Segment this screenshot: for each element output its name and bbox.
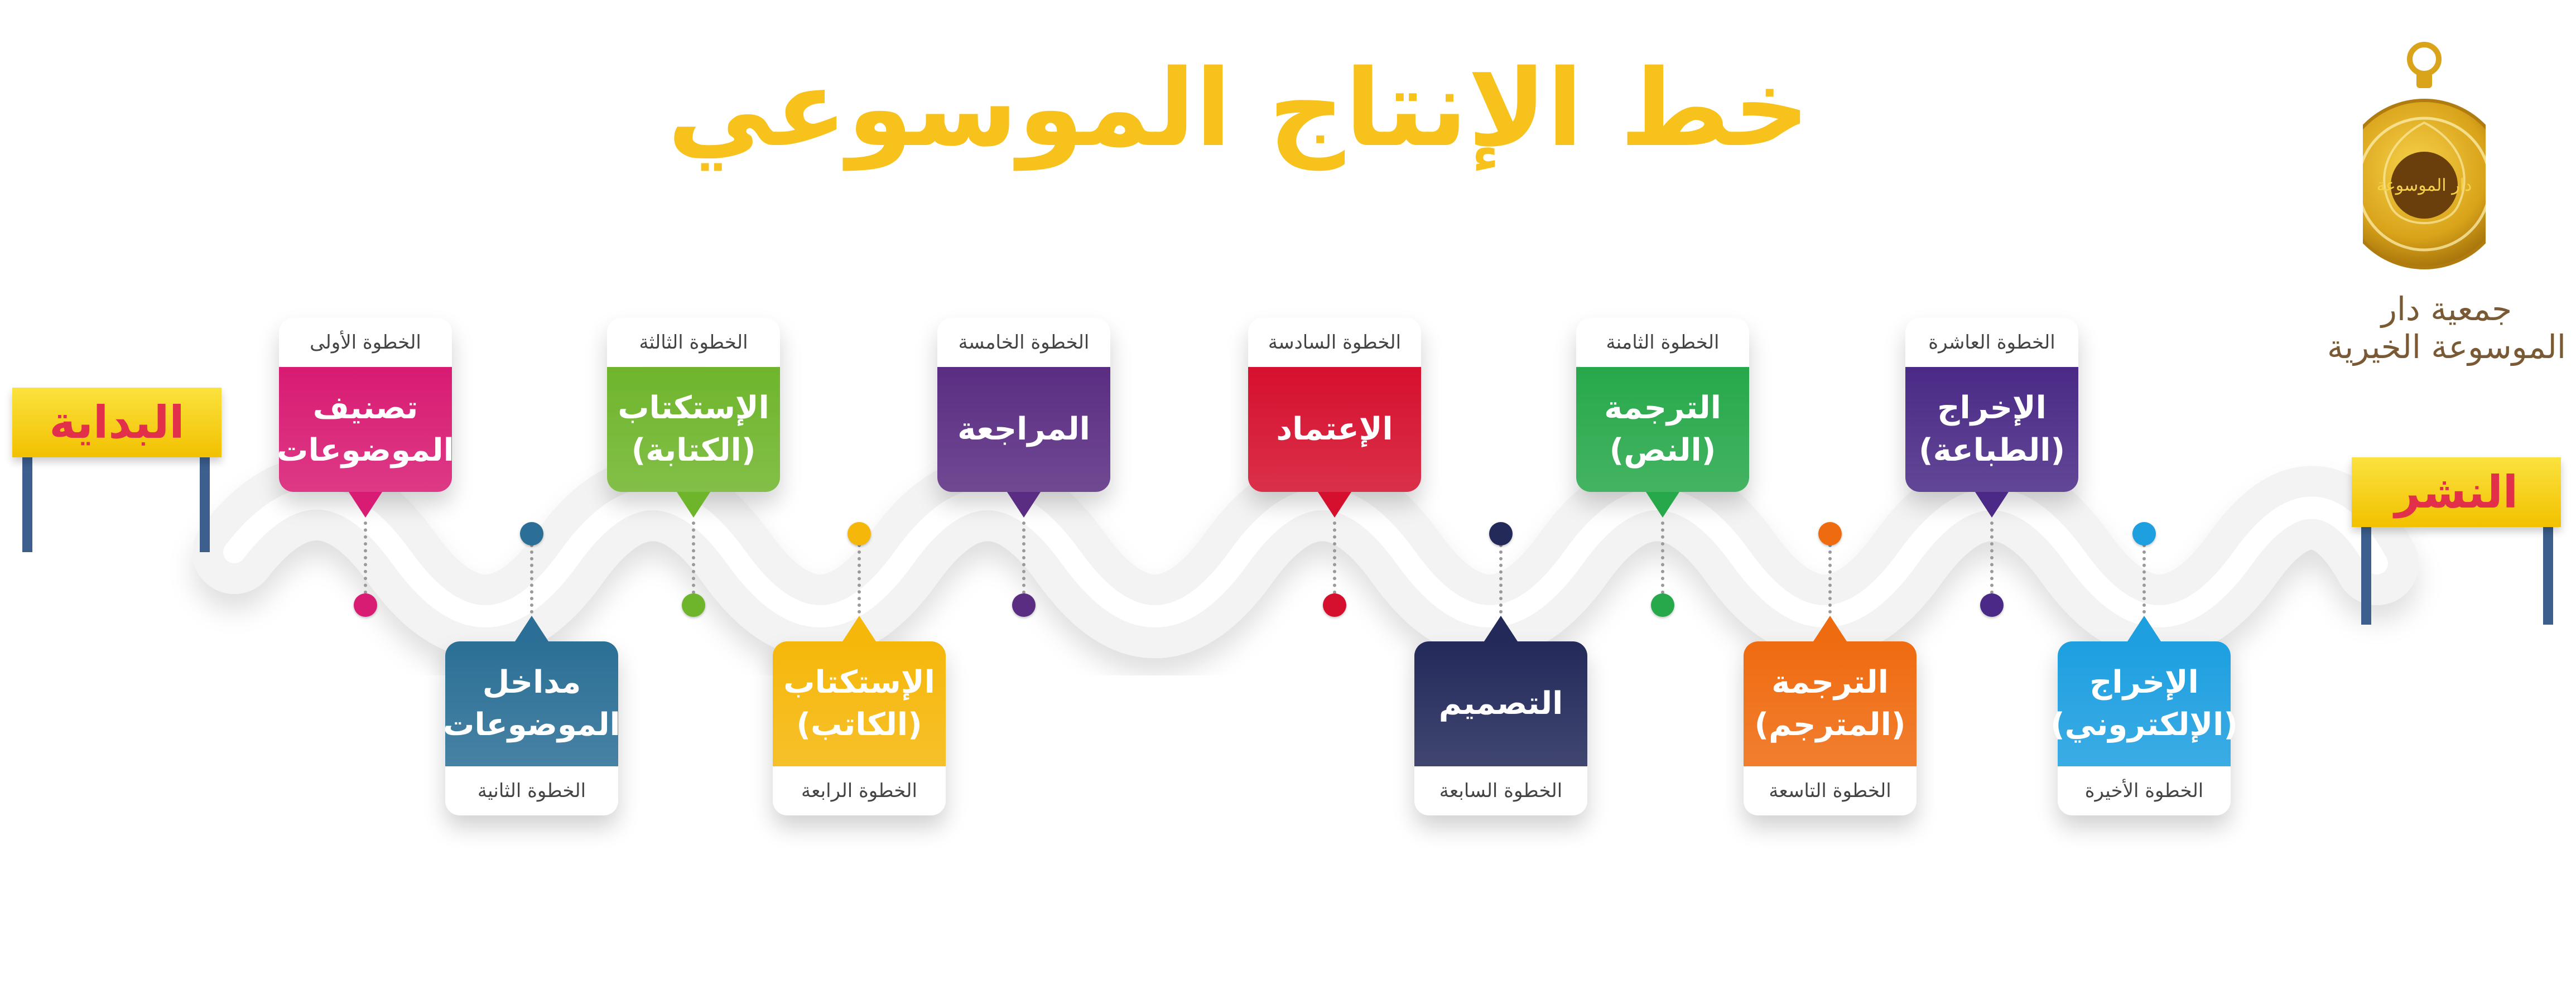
step-dot: [1323, 593, 1346, 617]
step-title: الإخراج (الطباعة): [1905, 367, 2078, 492]
step-number-label: الخطوة الثامنة: [1576, 318, 1749, 367]
step-pointer: [1007, 492, 1041, 518]
step-dot: [848, 522, 871, 545]
step-number-label: الخطوة السادسة: [1248, 318, 1421, 367]
step-title: المراجعة: [937, 367, 1110, 492]
step-connector: [1022, 521, 1025, 594]
step-pointer: [1646, 492, 1679, 518]
step-title: تصنيف الموضوعات: [279, 367, 452, 492]
step-pointer: [677, 492, 710, 518]
step-title: الإستكتاب (الكتابة): [607, 367, 780, 492]
step-pointer: [1813, 616, 1847, 641]
step-connector: [1661, 521, 1664, 594]
step-dot: [682, 593, 705, 617]
step-dot: [1651, 593, 1674, 617]
step-pointer: [349, 492, 382, 518]
step-title: الإخراج (الإلكتروني): [2058, 641, 2231, 766]
step-dot: [1980, 593, 2004, 617]
start-banner: البداية: [12, 388, 222, 457]
step-title: الإعتماد: [1248, 367, 1421, 492]
step-connector: [1990, 521, 1994, 594]
step-number-label: الخطوة الثانية: [445, 766, 618, 815]
step-dot: [2132, 522, 2156, 545]
step-connector: [692, 521, 695, 594]
step-pointer: [1975, 492, 2009, 518]
step-dot: [1012, 593, 1036, 617]
step-dot: [520, 522, 543, 545]
step-dot: [354, 593, 377, 617]
step-pointer: [1484, 616, 1518, 641]
end-banner: النشر: [2352, 457, 2561, 527]
step-pointer: [1318, 492, 1351, 518]
step-dot: [1818, 522, 1842, 545]
seal-text: دار الموسوعة: [2377, 176, 2472, 195]
step-dot: [1489, 522, 1513, 545]
organization-name: جمعية دار الموسوعة الخيرية: [2327, 290, 2567, 366]
step-connector: [364, 521, 367, 594]
step-connector: [2142, 544, 2146, 614]
step-number-label: الخطوة الخامسة: [937, 318, 1110, 367]
step-title: الترجمة (النص): [1576, 367, 1749, 492]
step-number-label: الخطوة الرابعة: [773, 766, 946, 815]
step-connector: [1828, 544, 1832, 614]
step-number-label: الخطوة الأخيرة: [2058, 766, 2231, 815]
step-connector: [858, 544, 861, 614]
end-post-left: [2361, 513, 2371, 625]
step-number-label: الخطوة التاسعة: [1744, 766, 1917, 815]
end-label: النشر: [2395, 466, 2518, 518]
step-connector: [1499, 544, 1503, 614]
step-number-label: الخطوة الأولى: [279, 318, 452, 367]
step-number-label: الخطوة السابعة: [1414, 766, 1587, 815]
step-title: مداخل الموضوعات: [445, 641, 618, 766]
step-title: التصميم: [1414, 641, 1587, 766]
step-title: الترجمة (المترجم): [1744, 641, 1917, 766]
step-card: الترجمة (المترجم)الخطوة التاسعة: [1744, 641, 1917, 815]
organization-seal-logo: دار الموسوعة: [2363, 39, 2486, 284]
step-pointer: [842, 616, 876, 641]
step-connector: [1333, 521, 1336, 594]
start-post-left: [22, 441, 32, 552]
start-label: البداية: [49, 397, 184, 448]
step-pointer: [2127, 616, 2161, 641]
step-title: الإستكتاب (الكاتب): [773, 641, 946, 766]
step-card: الإستكتاب (الكاتب)الخطوة الرابعة: [773, 641, 946, 815]
step-pointer: [515, 616, 548, 641]
step-number-label: الخطوة العاشرة: [1905, 318, 2078, 367]
step-card: الإخراج (الإلكتروني)الخطوة الأخيرة: [2058, 641, 2231, 815]
end-post-right: [2543, 513, 2553, 625]
step-connector: [530, 544, 533, 614]
step-number-label: الخطوة الثالثة: [607, 318, 780, 367]
start-post-right: [200, 441, 210, 552]
